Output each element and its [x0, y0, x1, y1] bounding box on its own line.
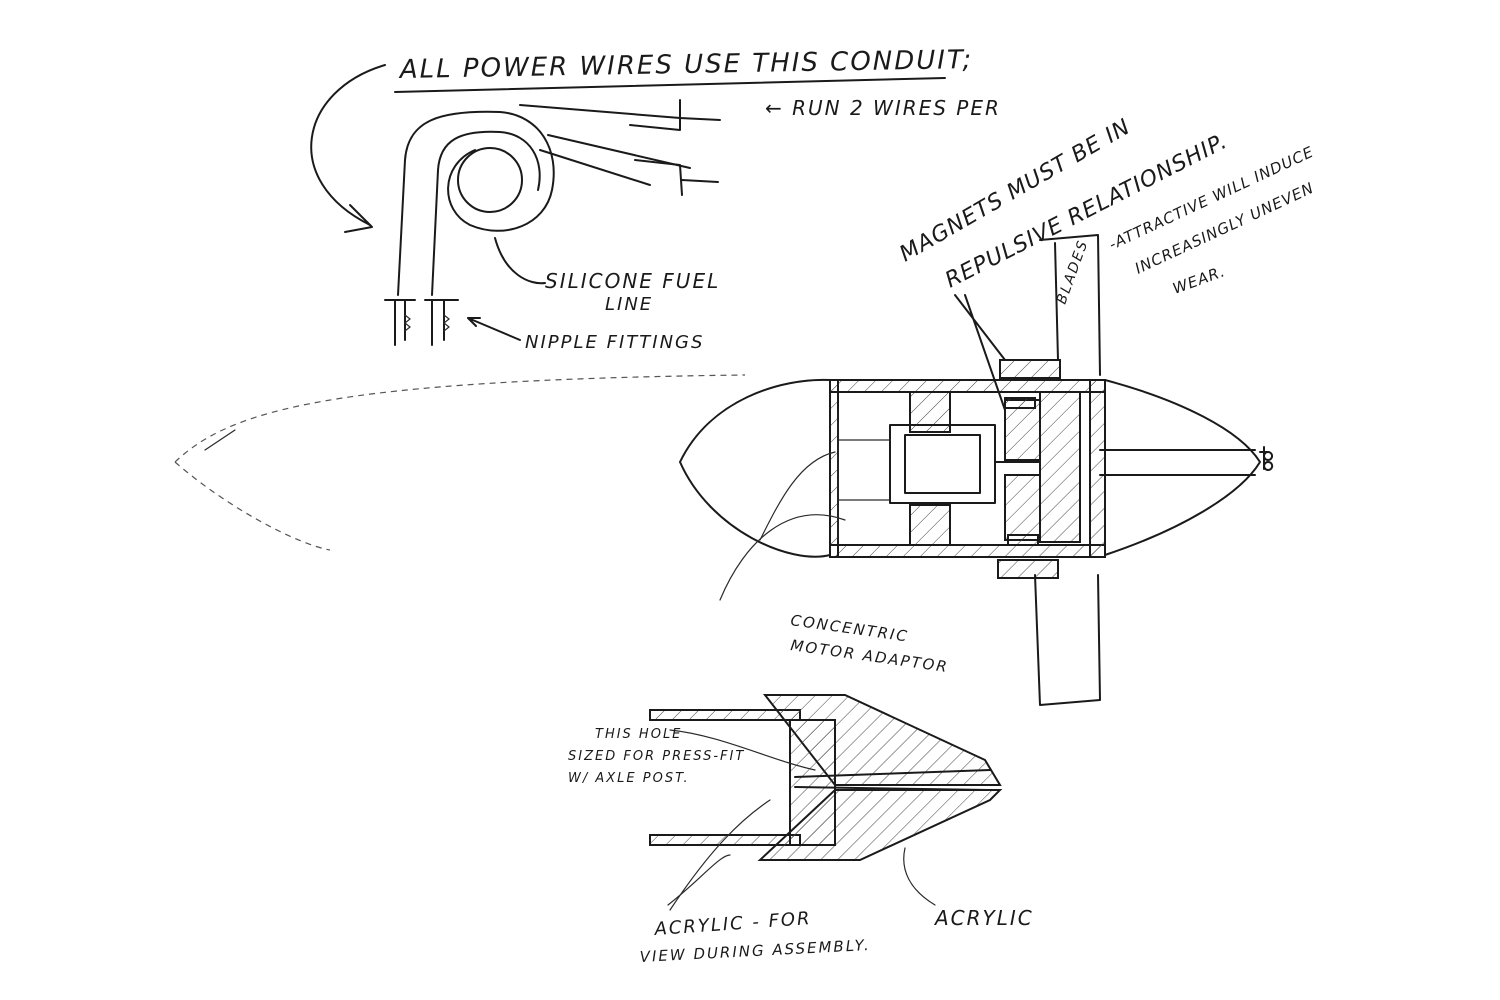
- magnet-pointers: [954, 294, 1006, 411]
- acrylic-view-pointer-2: [667, 854, 731, 906]
- hole-pointer: [669, 729, 816, 771]
- acrylic-pointer: [903, 847, 936, 906]
- hole-label-2: SIZED FOR PRESS-FIT: [568, 749, 745, 764]
- hole-label-3: W/ AXLE POST.: [568, 771, 690, 786]
- blades-label: BLADES: [1054, 237, 1092, 306]
- hub-section-drawing: [649, 694, 1003, 861]
- conduit-drawing: [384, 99, 721, 346]
- fuel-line-pointer: [494, 237, 546, 285]
- hull-outline: [174, 374, 746, 551]
- nacelle-drawing: [679, 359, 1274, 579]
- hull-mark: [204, 429, 236, 451]
- silicone-label-2: LINE: [605, 294, 653, 315]
- arrow-head: [344, 204, 373, 233]
- acrylic-view-label-1: ACRYLIC - FOR: [653, 908, 812, 940]
- adaptor-pointer: [719, 514, 846, 601]
- nipple-pointer: [467, 317, 521, 341]
- nipple-label: NIPPLE FITTINGS: [525, 332, 704, 353]
- blade-upper: [1039, 234, 1101, 376]
- hole-label-1: THIS HOLE: [595, 727, 682, 742]
- attractive-label-3: WEAR.: [1170, 262, 1228, 298]
- adaptor-label-2: MOTOR ADAPTOR: [789, 636, 949, 676]
- run-wires-label: ← RUN 2 WIRES PER: [765, 96, 1001, 120]
- adaptor-pointer-2: [759, 451, 836, 541]
- blade-lower: [1034, 574, 1101, 706]
- acrylic-view-pointer-1: [669, 799, 771, 911]
- acrylic-view-label-2: VIEW DURING ASSEMBLY.: [639, 936, 871, 966]
- title-underline: [394, 77, 946, 93]
- acrylic-label: ACRYLIC: [933, 906, 1034, 930]
- conduit-pointer-arrow: [310, 64, 386, 226]
- silicone-label-1: SILICONE FUEL: [545, 269, 720, 293]
